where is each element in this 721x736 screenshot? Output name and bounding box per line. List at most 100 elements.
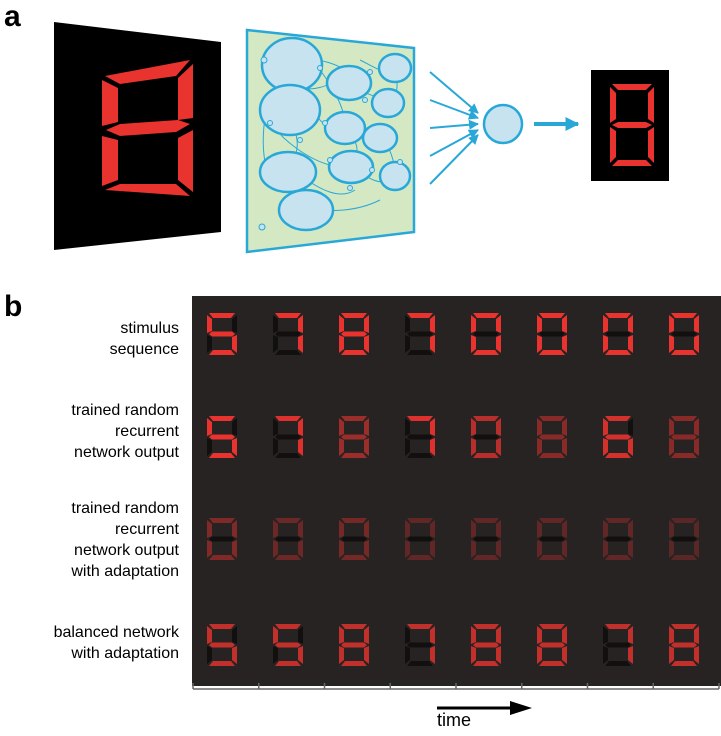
- digit-segment: [694, 438, 699, 456]
- digit-segment: [473, 518, 499, 523]
- digit-segment: [273, 626, 278, 644]
- digit-segment: [539, 661, 565, 666]
- digit-cell: [603, 313, 633, 355]
- digit-segment: [364, 540, 369, 558]
- digit-segment: [605, 642, 631, 648]
- digit-segment: [341, 536, 367, 542]
- digit-segment: [341, 642, 367, 648]
- digit-cell: [273, 624, 303, 666]
- digit-cell: [207, 518, 237, 560]
- digit-segment: [671, 313, 697, 318]
- digit-segment: [537, 438, 542, 456]
- digit-segment: [339, 315, 344, 333]
- digit-segment: [430, 335, 435, 353]
- digit-segment: [232, 520, 237, 538]
- digit-segment: [275, 453, 301, 458]
- digit-cell: [405, 313, 435, 355]
- digit-segment: [430, 438, 435, 456]
- digit-segment: [405, 315, 410, 333]
- digit-segment: [298, 520, 303, 538]
- digit-segment: [341, 518, 367, 523]
- digit-cell: [207, 313, 237, 355]
- digit-segment: [671, 453, 697, 458]
- digit-segment: [341, 453, 367, 458]
- digit-segment: [339, 418, 344, 436]
- digit-cell: [339, 313, 369, 355]
- digit-segment: [628, 646, 633, 664]
- digit-segment: [471, 315, 476, 333]
- digit-segment: [605, 536, 631, 542]
- digit-cell: [471, 313, 501, 355]
- digit-segment: [209, 434, 235, 440]
- digit-segment: [407, 453, 433, 458]
- digit-segment: [471, 646, 476, 664]
- digit-segment: [694, 335, 699, 353]
- digit-segment: [671, 350, 697, 355]
- digit-segment: [339, 335, 344, 353]
- digit-segment: [671, 416, 697, 421]
- digit-segment: [273, 438, 278, 456]
- digit-segment: [405, 335, 410, 353]
- digit-segment: [473, 416, 499, 421]
- digit-segment: [273, 646, 278, 664]
- digit-segment: [339, 626, 344, 644]
- digit-segment: [232, 315, 237, 333]
- digit-segment: [473, 313, 499, 318]
- digit-segment: [207, 520, 212, 538]
- digit-segment: [298, 438, 303, 456]
- digit-segment: [275, 555, 301, 560]
- digit-segment: [496, 418, 501, 436]
- digit-segment: [232, 540, 237, 558]
- digit-segment: [605, 331, 631, 337]
- digit-segment: [209, 536, 235, 542]
- digit-segment: [407, 434, 433, 440]
- digit-segment: [671, 331, 697, 337]
- digit-segment: [207, 315, 212, 333]
- digit-segment: [473, 434, 499, 440]
- digit-segment: [539, 416, 565, 421]
- digit-segment: [275, 331, 301, 337]
- digit-segment: [430, 315, 435, 333]
- digit-segment: [407, 536, 433, 542]
- digit-segment: [232, 418, 237, 436]
- digit-segment: [341, 331, 367, 337]
- digit-segment: [405, 540, 410, 558]
- digit-cell: [669, 313, 699, 355]
- digit-cell: [273, 313, 303, 355]
- digit-segment: [669, 646, 674, 664]
- digit-segment: [562, 315, 567, 333]
- digit-segment: [539, 518, 565, 523]
- digit-segment: [298, 418, 303, 436]
- digit-segment: [605, 416, 631, 421]
- digit-segment: [694, 520, 699, 538]
- digit-segment: [669, 335, 674, 353]
- digit-segment: [207, 626, 212, 644]
- digit-segment: [671, 661, 697, 666]
- digit-segment: [473, 453, 499, 458]
- digit-segment: [669, 520, 674, 538]
- digit-segment: [562, 626, 567, 644]
- digit-segment: [537, 540, 542, 558]
- digit-segment: [207, 438, 212, 456]
- digit-segment: [207, 335, 212, 353]
- digit-segment: [341, 661, 367, 666]
- digit-segment: [539, 331, 565, 337]
- digit-segment: [339, 646, 344, 664]
- digit-segment: [671, 555, 697, 560]
- digit-segment: [669, 540, 674, 558]
- digit-segment: [364, 520, 369, 538]
- digit-segment: [473, 661, 499, 666]
- digit-segment: [471, 540, 476, 558]
- digit-segment: [628, 418, 633, 436]
- digit-cell: [339, 518, 369, 560]
- digit-segment: [671, 624, 697, 629]
- digit-segment: [605, 350, 631, 355]
- digit-segment: [207, 418, 212, 436]
- panel-label-a: a: [4, 0, 21, 33]
- digit-segment: [539, 313, 565, 318]
- digit-segment: [562, 438, 567, 456]
- digit-segment: [669, 418, 674, 436]
- digit-cell: [537, 416, 567, 458]
- digit-segment: [209, 518, 235, 523]
